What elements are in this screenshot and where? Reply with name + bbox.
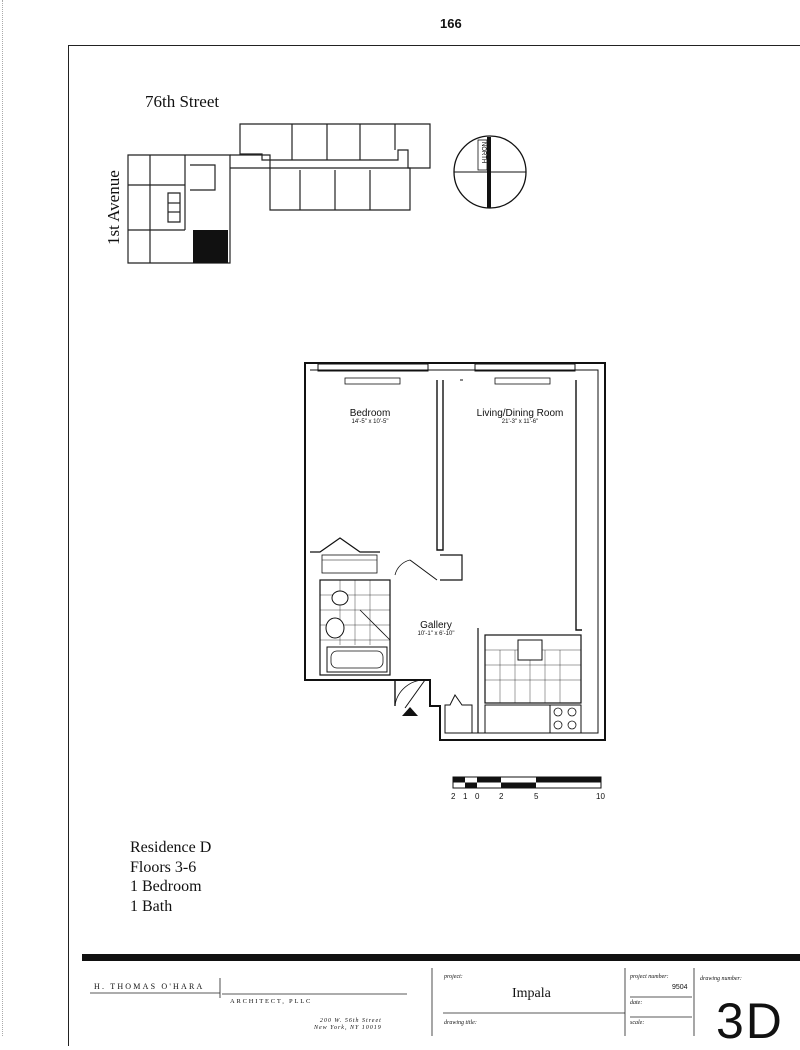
keymap-unit-highlight xyxy=(193,230,228,263)
scale-label: 1 xyxy=(463,792,468,801)
project-value: Impala xyxy=(512,986,551,1001)
residence-floors: Floors 3-6 xyxy=(130,858,197,876)
entry-arrow-marker xyxy=(402,707,418,716)
address-line: New York, NY 10019 xyxy=(314,1025,382,1031)
residence-baths: 1 Bath xyxy=(130,897,173,915)
scale-label: 2 xyxy=(499,792,504,801)
scale-bar xyxy=(452,776,602,789)
room-dimensions: 14'-5" x 10'-5" xyxy=(351,419,389,425)
project-number-label: project number: xyxy=(630,974,669,980)
room-name: Gallery xyxy=(420,620,452,631)
firm-name: H. THOMAS O'HARA xyxy=(94,982,205,991)
residence-bedrooms: 1 Bedroom xyxy=(130,878,202,895)
residence-info: Residence D Floors 3-6 1 Bedroom 1 Bath xyxy=(130,838,211,916)
room-name: Bedroom xyxy=(349,408,391,419)
drawing-number-value: 3D xyxy=(716,993,784,1049)
room-name: Living/Dining Room xyxy=(476,408,564,419)
keymap-building-plan xyxy=(127,123,431,264)
residence-name: Residence D xyxy=(130,839,212,856)
room-label-gallery: Gallery 10'-1" x 6'-10" xyxy=(406,620,466,637)
north-compass xyxy=(453,135,527,209)
keymap-street-label: 76th Street xyxy=(145,92,220,111)
project-number-value: 9504 xyxy=(672,984,688,991)
scale-label: 2 xyxy=(451,792,456,801)
firm-subtitle: ARCHITECT, PLLC xyxy=(230,998,313,1005)
scale-field-label: scale: xyxy=(630,1020,645,1026)
room-label-bedroom: Bedroom 14'-5" x 10'-5" xyxy=(340,408,400,425)
scale-label: 10 xyxy=(596,792,605,801)
drawing-title-label: drawing title: xyxy=(444,1020,477,1026)
room-dimensions: 21'-3" x 11'-6" xyxy=(501,419,539,425)
scale-label: 5 xyxy=(534,792,539,801)
north-label: NORTH xyxy=(480,142,486,163)
drawing-sheet-border xyxy=(68,45,800,1046)
floor-plan xyxy=(304,362,606,741)
project-label: project: xyxy=(444,974,463,980)
room-label-living: Living/Dining Room 21'-3" x 11'-6" xyxy=(470,408,570,425)
title-block-rule xyxy=(82,954,800,961)
address-line: 200 W. 56th Street xyxy=(319,1018,382,1024)
scale-label: 0 xyxy=(475,792,480,801)
firm-address: 200 W. 56th Street New York, NY 10019 xyxy=(314,1018,382,1032)
date-label: date: xyxy=(630,1000,643,1006)
page-edge xyxy=(2,0,3,1036)
page-number: 166 xyxy=(440,16,462,31)
drawing-number-label: drawing number: xyxy=(700,976,742,982)
room-dimensions: 10'-1" x 6'-10" xyxy=(417,631,455,637)
